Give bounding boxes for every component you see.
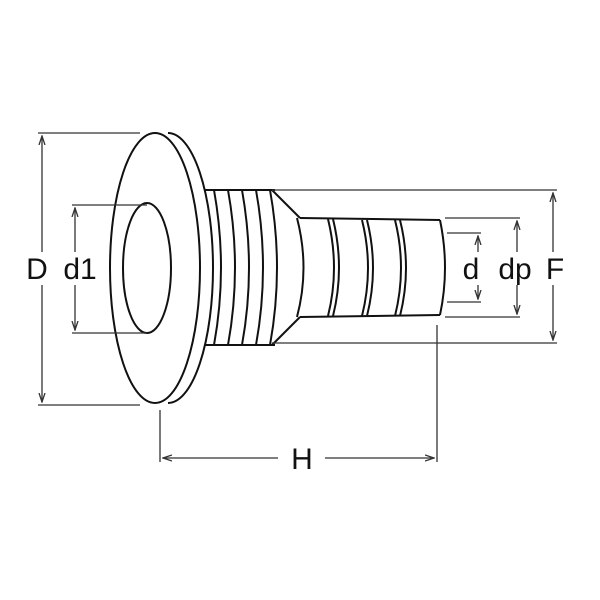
label-dp: dp [498, 253, 531, 286]
hose-barb [299, 217, 446, 318]
threaded-body [205, 189, 278, 346]
label-F: F [546, 253, 564, 286]
label-D: D [26, 253, 48, 286]
fitting-drawing [109, 132, 446, 404]
flange [109, 132, 214, 404]
label-d1: d1 [63, 253, 96, 286]
label-H: H [291, 443, 313, 476]
dimension-lines [38, 133, 557, 462]
cone [271, 189, 305, 346]
dimension-labels: D d1 d dp F H [26, 253, 564, 476]
label-d: d [463, 253, 480, 286]
